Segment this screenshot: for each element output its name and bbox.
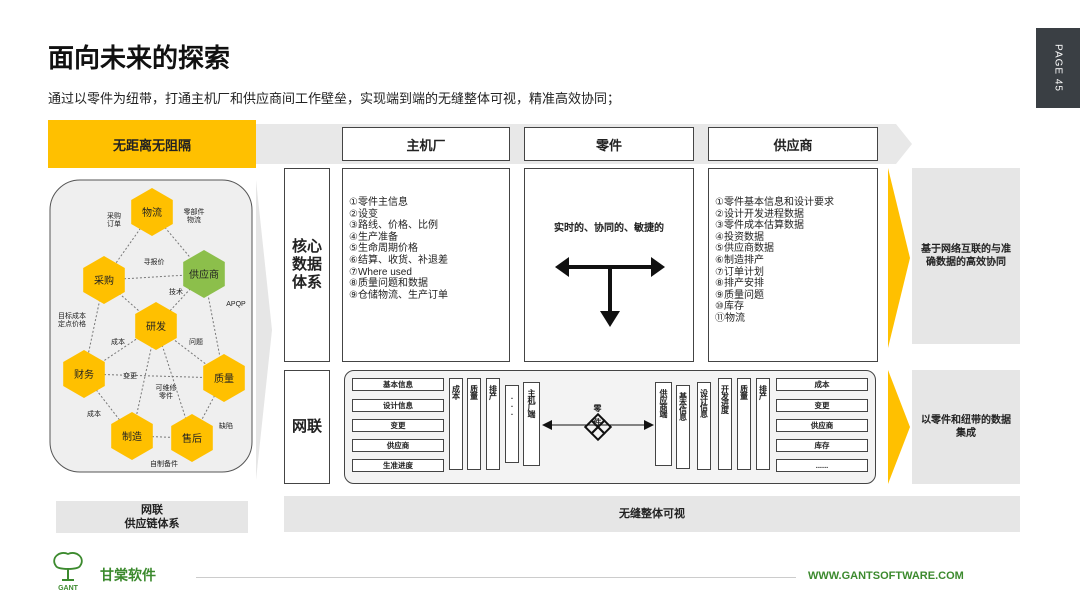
- hex-edge-label: 成本: [87, 409, 101, 418]
- hex-node-label: 售后: [182, 432, 202, 445]
- core-data-result: 基于网络互联的与准确数据的高效协同: [912, 168, 1020, 344]
- page-number-tab: PAGE 45: [1036, 28, 1080, 108]
- net-oem-end: 主机厂端: [523, 382, 540, 466]
- hex-edge-label: 目标成本定点价格: [58, 311, 86, 328]
- page-number: PAGE 45: [1052, 44, 1064, 92]
- hex-edge-label: 可维修零件: [156, 383, 177, 400]
- network-result-arrow: [888, 370, 910, 484]
- hex-node-shape: [183, 250, 225, 298]
- page-title: 面向未来的探索: [48, 43, 231, 73]
- banner-no-barrier: 无距离无阻隔: [48, 120, 256, 168]
- row-label-core-data: 核心 数据 体系: [284, 168, 330, 362]
- hex-network-arrow: [256, 180, 272, 480]
- gant-tree-logo-icon: GANT: [53, 552, 83, 592]
- hex-edge-label: 问题: [189, 338, 203, 346]
- net-left-vert-4: ...: [505, 385, 519, 463]
- hex-node-label: 制造: [122, 430, 142, 443]
- hex-node-label: 质量: [214, 373, 234, 385]
- net-right-box-2: 变更: [776, 399, 868, 412]
- net-right-vert-1: 基本信息: [676, 385, 690, 469]
- oem-data-list: ①零件主信息 ②设变 ③路线、价格、比例 ④生产准备 ⑤生命周期价格 ⑥结算、收…: [349, 197, 448, 301]
- brand-name: 甘棠软件: [100, 567, 156, 583]
- hex-node-shape: [111, 412, 153, 460]
- header-oem: 主机厂: [342, 127, 510, 161]
- row-label-network: 网联: [284, 370, 330, 484]
- hex-edge-label: 采购订单: [107, 211, 121, 228]
- hex-node-shape: [131, 188, 173, 236]
- hex-edge-label: 寻报价: [144, 257, 165, 266]
- parts-core-data: 实时的、协同的、敏捷的: [524, 168, 694, 362]
- hex-node-label: 物流: [142, 206, 162, 219]
- net-left-box-4: 供应商: [352, 439, 444, 452]
- hex-node-label: 采购: [94, 274, 114, 287]
- hex-node-shape: [63, 350, 105, 398]
- hex-node-shape: [203, 354, 245, 402]
- oem-core-data: ①零件主信息 ②设变 ③路线、价格、比例 ④生产准备 ⑤生命周期价格 ⑥结算、收…: [342, 168, 510, 362]
- net-left-box-5: 生准进度: [352, 459, 444, 472]
- t-arrow-icon: [555, 257, 665, 327]
- hex-node-shape: [135, 302, 177, 350]
- network-result: 以零件和纽带的数据集成: [912, 370, 1020, 484]
- net-right-box-1: 成本: [776, 378, 868, 391]
- hex-node-shape: [171, 414, 213, 462]
- hex-edge: [83, 373, 225, 379]
- hex-node-label: 研发: [146, 320, 166, 333]
- net-right-vert-5: 排产: [756, 378, 770, 470]
- net-left-vert-3: 排产: [486, 378, 500, 470]
- hex-node-label: 财务: [74, 368, 94, 381]
- parts-realtime-text: 实时的、协同的、敏捷的: [554, 223, 664, 234]
- hex-edge-label: 成本: [111, 337, 125, 346]
- net-left-vert-2: 质量: [467, 378, 481, 470]
- net-supplier-end: 供应商端: [655, 382, 672, 466]
- hex-edge-label: 变更: [123, 371, 137, 380]
- supplier-data-list: ①零件基本信息和设计要求 ②设计开发进程数据 ③零件成本估算数据 ④投资数据 ⑤…: [715, 197, 834, 324]
- page-subtitle: 通过以零件为纽带，打通主机厂和供应商间工作壁垒，实现端到端的无缝整体可视，精准高…: [48, 91, 621, 106]
- parts-cube-icon: [583, 412, 613, 442]
- net-right-box-3: 供应商: [776, 419, 868, 432]
- net-left-vert-1: 成本: [449, 378, 463, 470]
- hex-node-label: 供应商: [189, 268, 219, 281]
- bottom-seamless-visibility: 无缝整体可视: [284, 496, 1020, 532]
- header-supplier: 供应商: [708, 127, 878, 161]
- supplier-core-data: ①零件基本信息和设计要求 ②设计开发进程数据 ③零件成本估算数据 ④投资数据 ⑤…: [708, 168, 878, 362]
- hex-edge-label: 零部件物流: [184, 207, 205, 224]
- net-right-box-4: 库存: [776, 439, 868, 452]
- footer-divider: [196, 577, 796, 578]
- header-parts: 零件: [524, 127, 694, 161]
- logo-text: GANT: [58, 585, 79, 592]
- net-left-box-2: 设计信息: [352, 399, 444, 412]
- net-right-box-5: ......: [776, 459, 868, 472]
- hex-edge-label: 自制备件: [150, 459, 178, 468]
- core-result-arrow: [888, 168, 910, 348]
- net-right-vert-3: 开发进度: [718, 378, 732, 470]
- net-left-box-3: 变更: [352, 419, 444, 432]
- hex-edge-label: 技术: [169, 287, 183, 296]
- hex-edge-label: 缺陷: [219, 421, 233, 430]
- net-right-vert-4: 质量: [737, 378, 751, 470]
- hex-edge-label: APQP: [226, 301, 246, 308]
- hex-node-shape: [83, 256, 125, 304]
- bottom-supply-chain: 网联 供应链体系: [56, 501, 248, 533]
- website-link[interactable]: WWW.GANTSOFTWARE.COM: [808, 570, 964, 582]
- net-left-box-1: 基本信息: [352, 378, 444, 391]
- net-right-vert-2: 设计信息: [697, 382, 711, 470]
- net-parts-center: 零件: [593, 404, 602, 432]
- net-double-arrow: [542, 420, 654, 430]
